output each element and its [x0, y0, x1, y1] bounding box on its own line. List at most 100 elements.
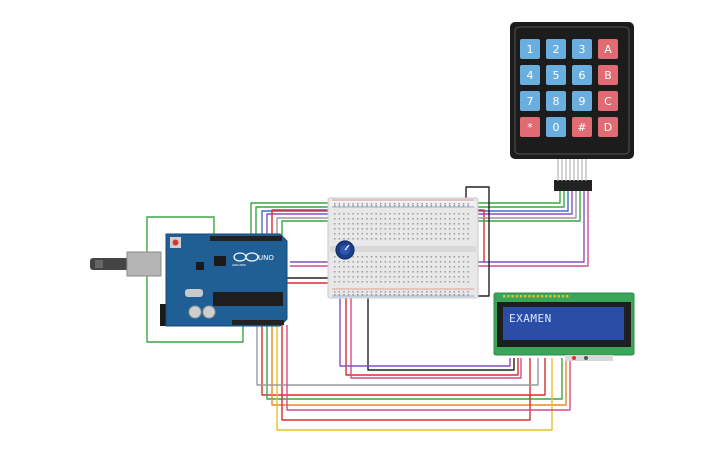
wire-green-a1[interactable] — [266, 325, 563, 400]
breadboard-hole — [370, 281, 373, 283]
keypad-key-1[interactable]: 1 — [520, 39, 540, 59]
keypad-key-3[interactable]: 3 — [572, 39, 592, 59]
breadboard-hole — [435, 271, 437, 273]
breadboard-hole — [467, 256, 469, 258]
keypad-key-6[interactable]: 6 — [572, 65, 592, 85]
wire-red-lcd[interactable] — [345, 290, 519, 376]
breadboard-hole — [343, 266, 345, 268]
breadboard-hole — [398, 205, 400, 207]
lcd-pin — [540, 295, 544, 298]
breadboard-hole — [343, 261, 345, 263]
breadboard-hole — [393, 281, 396, 283]
breadboard-hole — [439, 205, 442, 207]
wire-red-a4[interactable] — [281, 325, 531, 421]
breadboard-hole — [403, 233, 405, 235]
breadboard-hole — [462, 281, 465, 283]
breadboard-hole — [416, 276, 419, 278]
breadboard-hole — [375, 256, 377, 258]
breadboard-hole — [462, 203, 465, 205]
breadboard-hole — [357, 281, 359, 283]
breadboard-hole — [389, 218, 391, 220]
lcd-pin — [511, 295, 514, 298]
breadboard-hole — [453, 281, 456, 283]
breadboard-hole — [398, 203, 400, 205]
keypad-pins — [557, 159, 587, 181]
breadboard-hole — [426, 218, 428, 220]
keypad-key-5[interactable]: 5 — [546, 65, 566, 85]
wire-gray-a5[interactable] — [256, 325, 539, 386]
breadboard-hole — [343, 233, 345, 235]
breadboard-hole — [453, 205, 456, 207]
keypad-key-7[interactable]: 7 — [520, 91, 540, 111]
breadboard-hole — [453, 271, 456, 273]
breadboard-hole — [352, 256, 354, 258]
potentiometer[interactable] — [335, 240, 355, 260]
breadboard-hole — [398, 271, 400, 273]
wire-red-a0[interactable] — [261, 325, 546, 396]
keypad-key-A[interactable]: A — [598, 39, 618, 59]
breadboard-hole — [370, 213, 373, 215]
keypad-key-9[interactable]: 9 — [572, 91, 592, 111]
breadboard-hole — [384, 271, 387, 273]
breadboard-hole — [357, 294, 359, 296]
breadboard-hole — [338, 271, 341, 273]
breadboard[interactable] — [327, 197, 479, 299]
breadboard-hole — [412, 271, 414, 273]
lcd-pin — [557, 295, 560, 298]
arduino-uno-board[interactable]: UNO ARDUINO — [90, 233, 288, 327]
breadboard-hole — [426, 233, 428, 235]
breadboard-hole — [426, 281, 428, 283]
wire-magenta-lcd[interactable] — [350, 290, 522, 379]
power-analog-header[interactable] — [232, 320, 284, 325]
breadboard-hole — [347, 233, 350, 235]
breadboard-hole — [453, 294, 456, 296]
keypad-key-B[interactable]: B — [598, 65, 618, 85]
keypad-key-label: B — [604, 69, 612, 82]
breadboard-hole — [449, 291, 451, 293]
wire-green-usb-loop[interactable] — [146, 216, 244, 343]
breadboard-hole — [380, 281, 382, 283]
breadboard-hole — [430, 276, 433, 278]
breadboard-hole — [435, 218, 437, 220]
breadboard-hole — [439, 256, 442, 258]
lcd-16x2[interactable]: EXAMEN — [493, 292, 635, 361]
digital-header[interactable] — [210, 236, 282, 241]
breadboard-hole — [380, 256, 382, 258]
breadboard-hole — [421, 266, 423, 268]
breadboard-hole — [467, 294, 469, 296]
wire-yellow-a3[interactable] — [276, 325, 553, 431]
breadboard-hole — [416, 281, 419, 283]
breadboard-hole — [338, 228, 341, 230]
breadboard-hole — [384, 294, 387, 296]
breadboard-hole — [421, 256, 423, 258]
breadboard-hole — [343, 271, 345, 273]
keypad-key-C[interactable]: C — [598, 91, 618, 111]
breadboard-hole — [439, 228, 442, 230]
breadboard-hole — [370, 218, 373, 220]
breadboard-hole — [375, 261, 377, 263]
breadboard-hole — [416, 266, 419, 268]
breadboard-hole — [384, 228, 387, 230]
wire-purple-lcd[interactable] — [339, 282, 511, 367]
keypad-key-2[interactable]: 2 — [546, 39, 566, 59]
keypad-key-8[interactable]: 8 — [546, 91, 566, 111]
keypad-key-star[interactable]: * — [520, 117, 540, 137]
keypad-key-4[interactable]: 4 — [520, 65, 540, 85]
breadboard-hole — [430, 203, 433, 205]
keypad-key-hash[interactable]: # — [572, 117, 592, 137]
breadboard-hole — [347, 213, 350, 215]
breadboard-hole — [384, 238, 387, 240]
wire-black-lcd[interactable] — [367, 288, 515, 371]
wire-magenta-a6[interactable] — [286, 325, 571, 411]
keypad-key-0[interactable]: 0 — [546, 117, 566, 137]
keypad-key-D[interactable]: D — [598, 117, 618, 137]
breadboard-hole — [444, 261, 446, 263]
breadboard-hole — [384, 203, 387, 205]
breadboard-hole — [384, 281, 387, 283]
keypad-key-label: * — [527, 121, 533, 134]
breadboard-hole — [361, 291, 364, 293]
breadboard-hole — [370, 238, 373, 240]
wire-orange-a2[interactable] — [271, 325, 567, 406]
